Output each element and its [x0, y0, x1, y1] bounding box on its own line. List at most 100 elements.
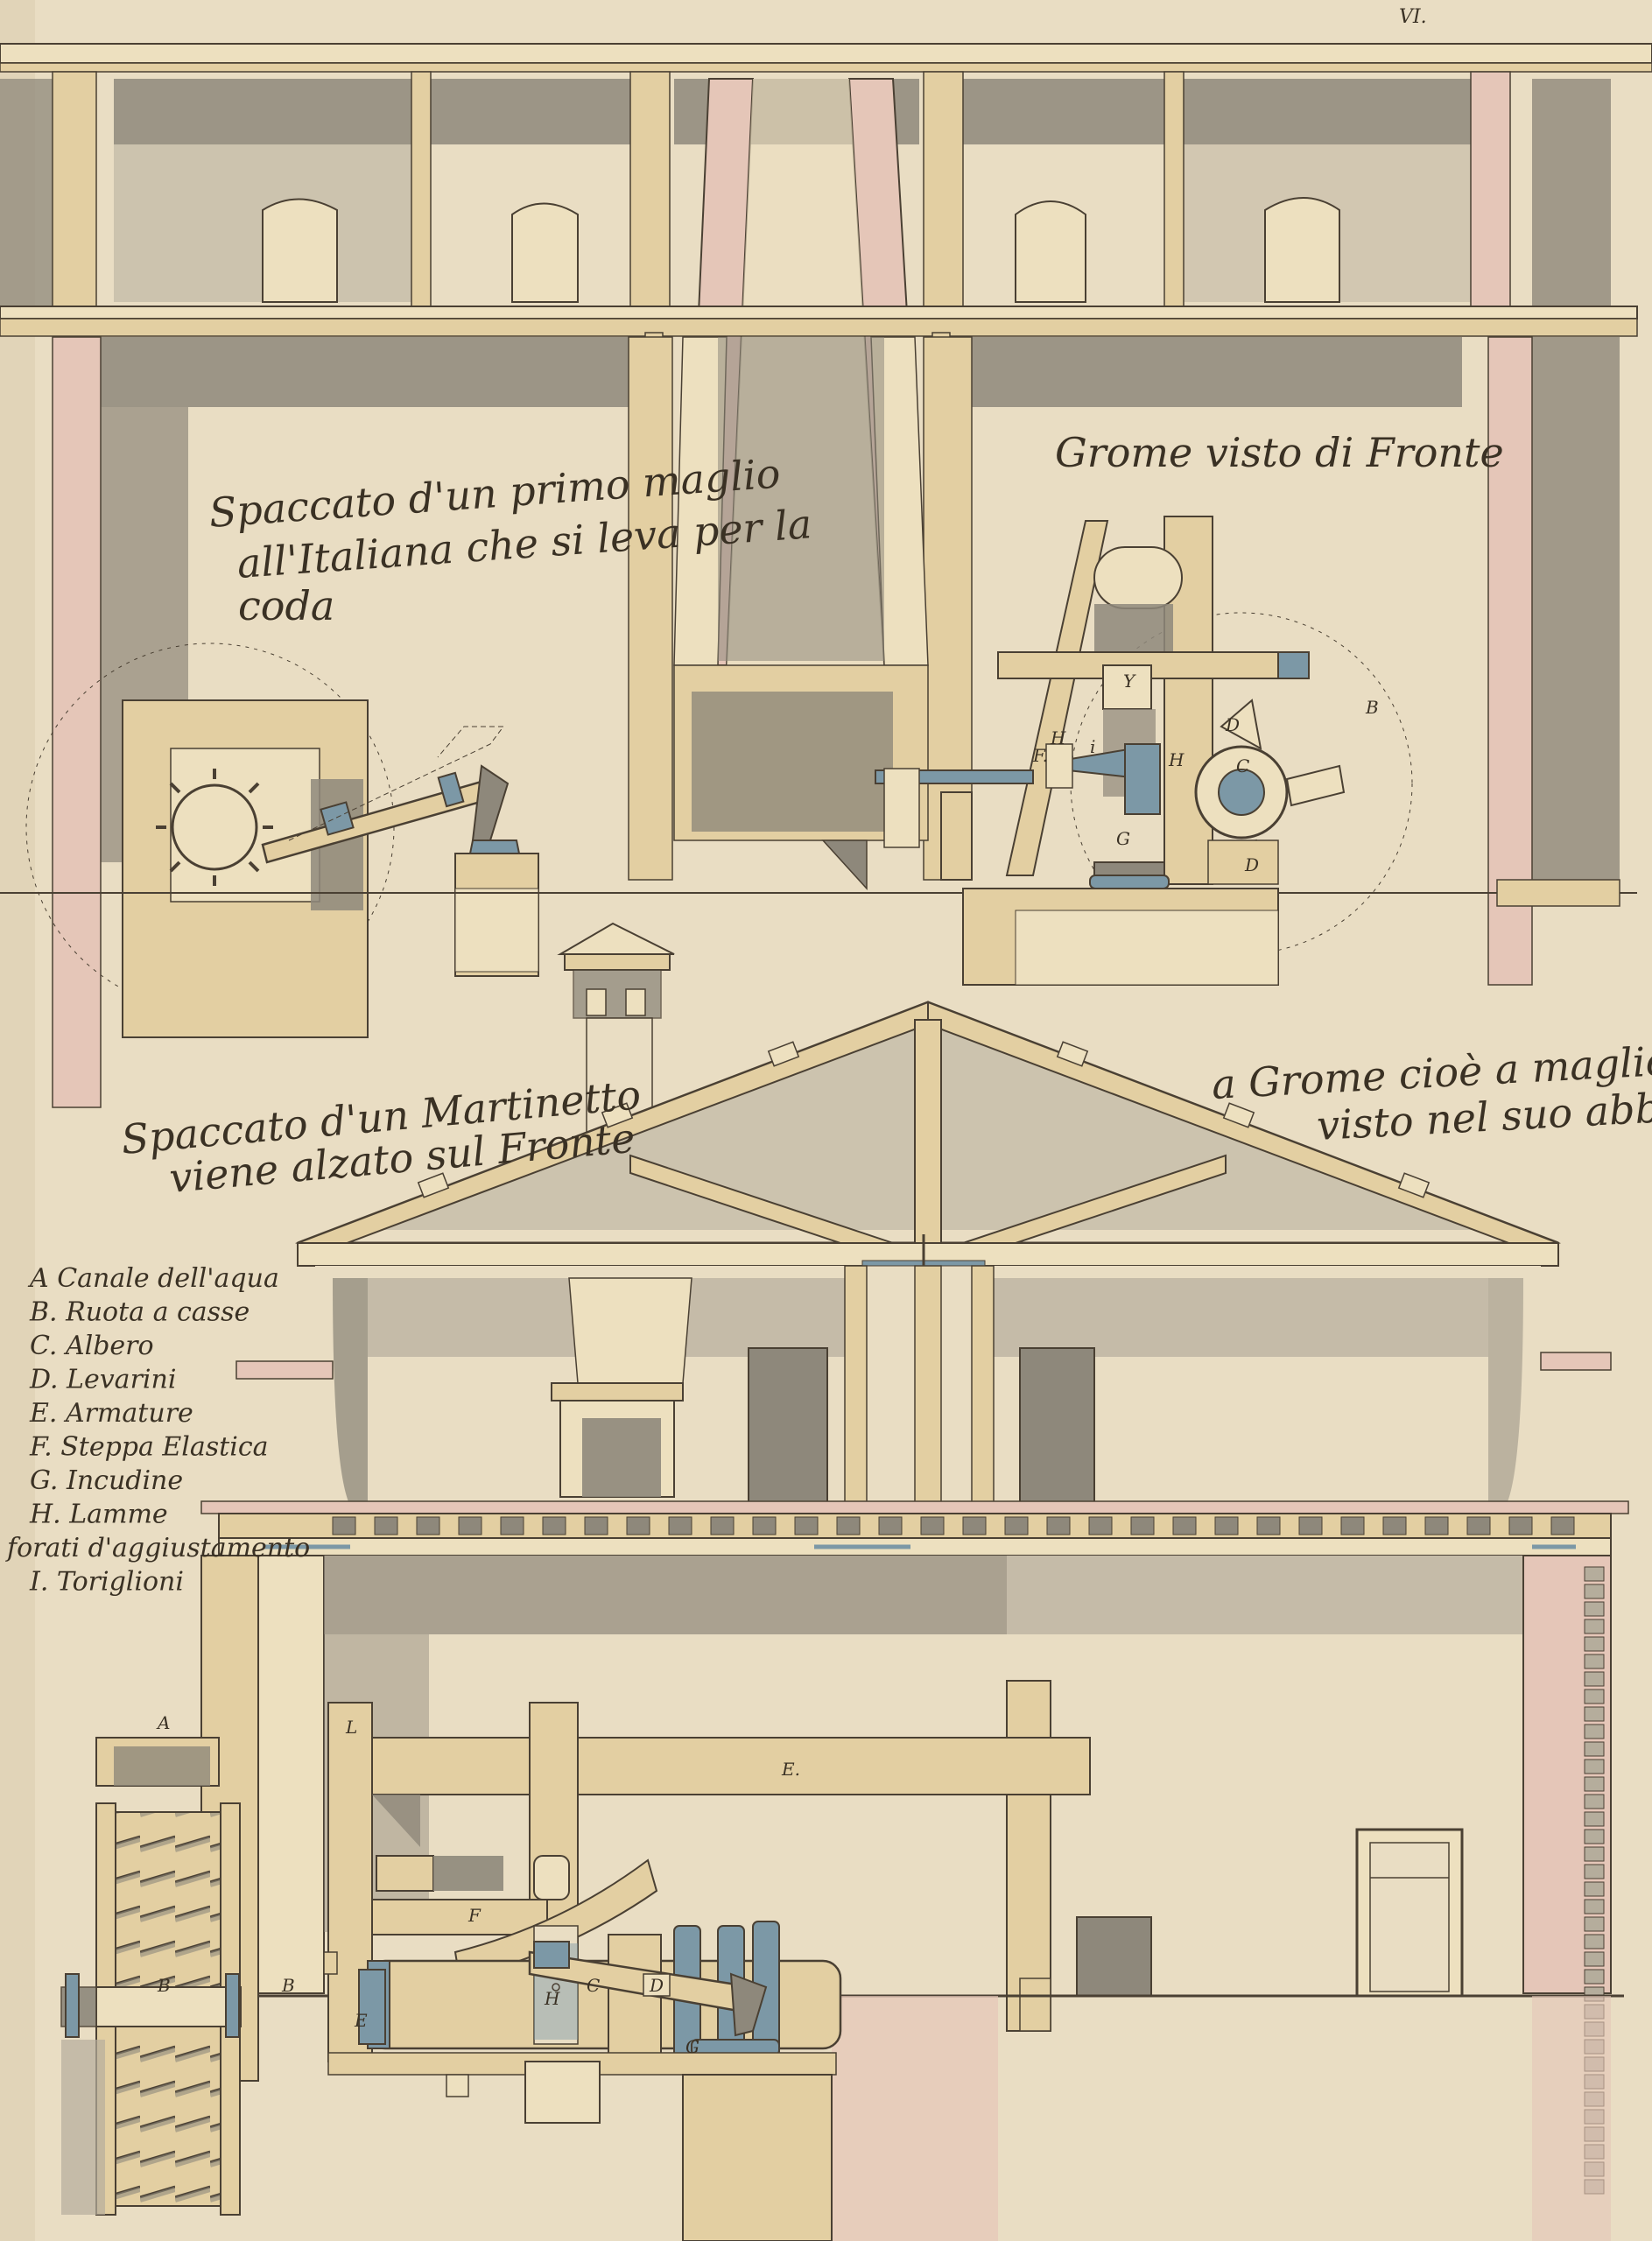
label-h-small: H — [1168, 749, 1185, 770]
joist-end — [542, 1516, 566, 1535]
joist-end — [1340, 1516, 1365, 1535]
brick — [1584, 1671, 1605, 1687]
roof-truss — [295, 1001, 1561, 1349]
caption-primo-maglio-line3: coda — [238, 582, 334, 629]
joist-end — [1088, 1516, 1113, 1535]
label-g: G — [1116, 828, 1130, 849]
legend-item: F. Steppa Elastica — [29, 1432, 269, 1463]
legend-item: B. Ruota a casse — [29, 1297, 250, 1328]
label-a-bottom: A — [156, 1712, 170, 1733]
joist-end — [626, 1516, 650, 1535]
brick — [1584, 1636, 1605, 1652]
lower-building-upper-floor — [200, 1265, 1629, 1556]
brick — [1584, 1584, 1605, 1599]
brick — [1584, 1916, 1605, 1932]
joist-end — [920, 1516, 945, 1535]
joist-end — [1046, 1516, 1071, 1535]
brick — [1584, 1881, 1605, 1897]
label-e-frame: E — [354, 2010, 368, 2031]
joist-end — [500, 1516, 524, 1535]
label-c: C — [1236, 755, 1249, 776]
label-d-lower: D — [1244, 854, 1259, 875]
legend-item: forati d'aggiustamento — [5, 1533, 310, 1563]
martinetto-mechanism — [323, 1702, 1091, 2241]
brick — [1584, 1811, 1605, 1827]
label-b-wheel: B — [157, 1975, 171, 1996]
joist-end — [1508, 1516, 1533, 1535]
joist-end — [1550, 1516, 1575, 1535]
label-h-bottom: H — [544, 1988, 560, 2009]
joist-end — [710, 1516, 735, 1535]
joist-end — [1004, 1516, 1029, 1535]
label-f-bottom: F — [467, 1905, 482, 1926]
floor-joists — [332, 1516, 1575, 1535]
brick — [1584, 1951, 1605, 1967]
joist-end — [584, 1516, 608, 1535]
joist-end — [416, 1516, 440, 1535]
brick — [1584, 1759, 1605, 1774]
joist-end — [878, 1516, 903, 1535]
joist-end — [1382, 1516, 1407, 1535]
legend-item: D. Levarini — [29, 1365, 176, 1395]
joist-end — [1298, 1516, 1323, 1535]
label-d-bottom: D — [649, 1975, 664, 1996]
caption-grome-fronte: Grome visto di Fronte — [1055, 429, 1504, 476]
joist-end — [332, 1516, 356, 1535]
brick — [1584, 1776, 1605, 1792]
water-wheel — [60, 1737, 242, 2216]
brick — [1584, 1654, 1605, 1669]
joist-end — [1130, 1516, 1155, 1535]
joist-end — [374, 1516, 398, 1535]
brick — [1584, 1934, 1605, 1949]
ground-storey-top — [0, 336, 1637, 1108]
legend-item: C. Albero — [30, 1331, 154, 1361]
grome-front-diagram — [821, 516, 1413, 986]
top-right-labels: F. H i Y D D C B G H — [1032, 671, 1379, 875]
brick — [1584, 1829, 1605, 1844]
label-i: i — [1090, 736, 1095, 757]
legend-item: G. Incudine — [30, 1465, 183, 1496]
joist-end — [752, 1516, 777, 1535]
brick — [1584, 1689, 1605, 1704]
label-y: Y — [1123, 671, 1136, 692]
label-f: F. — [1032, 745, 1048, 766]
brick — [1584, 1724, 1605, 1739]
brick — [1584, 1566, 1605, 1582]
brick — [1584, 1706, 1605, 1722]
joist-end — [794, 1516, 819, 1535]
label-l-bottom: L — [345, 1717, 357, 1738]
legend-item: A Canale dell'aqua — [27, 1263, 279, 1294]
joist-end — [836, 1516, 861, 1535]
joist-end — [1466, 1516, 1491, 1535]
label-b-shaft: B — [281, 1975, 295, 1996]
brick — [1584, 1619, 1605, 1634]
joist-end — [1214, 1516, 1239, 1535]
brick — [1584, 1794, 1605, 1809]
brick — [1584, 1601, 1605, 1617]
brick — [1584, 1969, 1605, 1985]
brick — [1584, 1864, 1605, 1879]
joist-end — [1424, 1516, 1449, 1535]
label-d-upper: D — [1225, 714, 1240, 735]
legend-item: I. Toriglioni — [29, 1567, 184, 1598]
legend-item: E. Armature — [29, 1398, 193, 1429]
joist-end — [1256, 1516, 1281, 1535]
primo-maglio-diagram — [0, 643, 613, 1038]
joist-end — [458, 1516, 482, 1535]
paper-tint-left — [0, 0, 35, 2241]
label-e-beam: E. — [781, 1759, 800, 1780]
label-c-bottom: C — [587, 1975, 600, 1996]
page-number: VI. — [1399, 6, 1427, 28]
label-g-bottom: G — [685, 2036, 699, 2057]
legend-item: H. Lamme — [29, 1500, 168, 1530]
joist-end — [962, 1516, 987, 1535]
label-h: H — [1050, 727, 1066, 748]
brick — [1584, 1899, 1605, 1914]
brick — [1584, 1846, 1605, 1862]
label-b: B — [1365, 697, 1379, 718]
brick — [1584, 1741, 1605, 1757]
joist-end — [1172, 1516, 1197, 1535]
